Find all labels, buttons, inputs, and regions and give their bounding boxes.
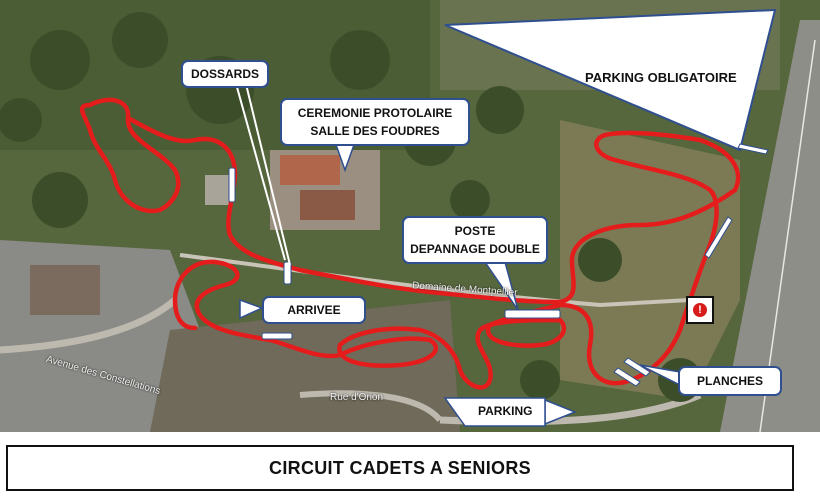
parking-obligatoire-label: PARKING OBLIGATOIRE — [585, 70, 737, 85]
building-roof-2 — [300, 190, 355, 220]
dossards-callout: DOSSARDS — [181, 60, 269, 88]
pointer-lines — [234, 79, 291, 266]
map-canvas — [0, 0, 820, 432]
road-label-rue: Rue d'Orion — [330, 392, 384, 403]
ceremonie-line2: SALLE DES FOUDRES — [310, 124, 440, 138]
route-markers — [228, 143, 769, 387]
arrivee-pointer — [239, 298, 264, 320]
open-field-east — [560, 120, 740, 400]
parking-label: PARKING — [478, 404, 533, 418]
warning-sign: ! — [686, 296, 714, 324]
apartment-block — [30, 265, 100, 315]
building-roof — [280, 155, 340, 185]
warning-icon: ! — [693, 303, 707, 317]
circuit-route — [79, 97, 741, 390]
dossards-label: DOSSARDS — [190, 67, 259, 81]
parking-obligatoire-area — [444, 8, 777, 152]
highway — [720, 20, 820, 432]
footer-title: CIRCUIT CADETS A SENIORS — [269, 457, 531, 478]
ceremonie-line1: CEREMONIE PROTOLAIRE — [297, 106, 453, 120]
poste-line1: POSTE — [454, 224, 496, 238]
planches-callout: PLANCHES — [678, 366, 782, 396]
arrivee-callout: ARRIVEE — [262, 296, 366, 324]
arrivee-label: ARRIVEE — [287, 303, 341, 317]
parking-lot — [205, 175, 230, 205]
poste-line2: DEPANNAGE DOUBLE — [410, 242, 540, 256]
rue-road — [299, 390, 443, 423]
aerial-map: DOSSARDS CEREMONIE PROTOLAIRE SALLE DES … — [0, 0, 820, 432]
planches-label: PLANCHES — [696, 374, 763, 388]
avenue-road — [0, 297, 178, 354]
parking-sign — [443, 397, 546, 427]
ceremonie-callout: CEREMONIE PROTOLAIRE SALLE DES FOUDRES — [280, 98, 470, 146]
poste-callout: POSTE DEPANNAGE DOUBLE — [402, 216, 548, 264]
footer-title-box: CIRCUIT CADETS A SENIORS — [6, 445, 794, 491]
